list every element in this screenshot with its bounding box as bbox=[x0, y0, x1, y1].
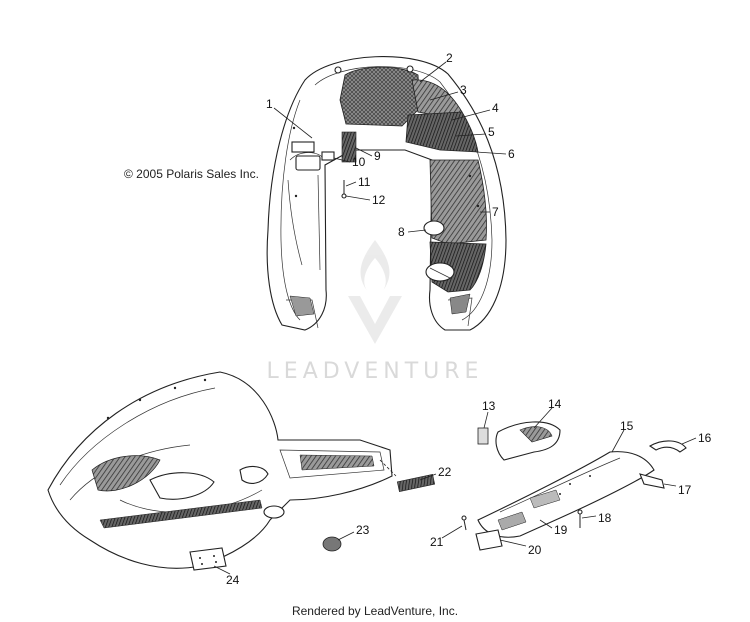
callout-22: 22 bbox=[438, 465, 452, 479]
callout-19: 19 bbox=[554, 523, 568, 537]
callout-5: 5 bbox=[488, 125, 495, 139]
callout-4: 4 bbox=[492, 101, 499, 115]
seat-base-assembly bbox=[266, 56, 507, 331]
callout-7: 7 bbox=[492, 205, 499, 219]
callout-18: 18 bbox=[598, 511, 612, 525]
callout-15: 15 bbox=[620, 419, 634, 433]
callout-12: 12 bbox=[372, 193, 386, 207]
leader-lines bbox=[213, 61, 697, 575]
watermark: LEADVENTURE bbox=[267, 240, 484, 384]
callout-6: 6 bbox=[508, 147, 515, 161]
callout-17: 17 bbox=[678, 483, 692, 497]
callout-1: 1 bbox=[266, 97, 273, 111]
callout-10: 10 bbox=[352, 155, 366, 169]
callout-13: 13 bbox=[482, 399, 496, 413]
callout-2: 2 bbox=[446, 51, 453, 65]
callout-23: 23 bbox=[356, 523, 370, 537]
callouts: 1 2 3 4 5 6 7 8 9 10 11 12 13 14 15 16 1… bbox=[226, 51, 712, 587]
callout-8: 8 bbox=[398, 225, 405, 239]
callout-9: 9 bbox=[374, 149, 381, 163]
hood-assembly bbox=[47, 371, 436, 571]
callout-3: 3 bbox=[460, 83, 467, 97]
flame-v-logo-icon bbox=[348, 240, 402, 344]
callout-14: 14 bbox=[548, 397, 562, 411]
callout-21: 21 bbox=[430, 535, 444, 549]
watermark-text: LEADVENTURE bbox=[267, 359, 484, 384]
footer-credit: Rendered by LeadVenture, Inc. bbox=[292, 604, 458, 618]
callout-16: 16 bbox=[698, 431, 712, 445]
callout-20: 20 bbox=[528, 543, 542, 557]
rear-assembly bbox=[461, 421, 687, 551]
copyright-text: © 2005 Polaris Sales Inc. bbox=[124, 167, 259, 181]
callout-11: 11 bbox=[358, 175, 371, 189]
callout-24: 24 bbox=[226, 573, 240, 587]
